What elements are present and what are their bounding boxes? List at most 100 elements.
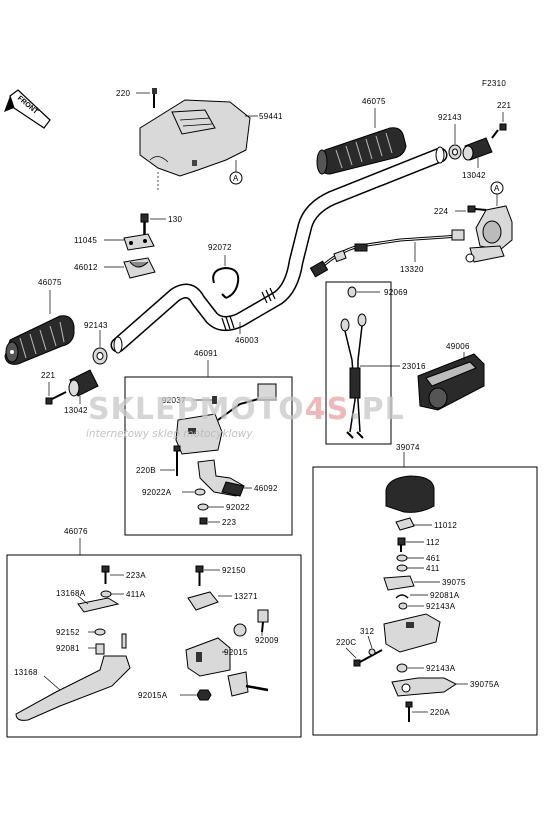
label-92143a-1: 92143A (426, 602, 456, 611)
label-92150: 92150 (222, 566, 246, 575)
label-92143-right: 92143 (438, 113, 462, 122)
brake-group-box (312, 466, 538, 736)
label-92152: 92152 (56, 628, 80, 637)
bushing-92143a (398, 602, 408, 610)
nut-92015a (196, 689, 212, 701)
screw-224 (467, 205, 487, 213)
clip-92072 (212, 266, 240, 299)
washer-411 (396, 564, 408, 572)
screw-220b (173, 445, 181, 476)
washer-92152 (94, 628, 106, 636)
clutch-group-box (6, 554, 302, 738)
diagram-code: F2310 (482, 79, 506, 88)
label-39075a: 39075A (470, 680, 500, 689)
diaphragm-11012 (395, 517, 415, 531)
ref-a-throttle: A (494, 184, 500, 193)
label-92015: 92015 (224, 648, 248, 657)
washer-92022 (197, 503, 209, 511)
label-411a: 411A (126, 590, 146, 599)
label-46075-right: 46075 (362, 97, 386, 106)
seal-92081a (395, 594, 409, 599)
switch-13271 (187, 591, 219, 611)
label-46076: 46076 (64, 527, 88, 536)
screw-223a (101, 565, 110, 584)
screw-112 (397, 537, 406, 552)
label-46012: 46012 (74, 263, 98, 272)
label-13168a: 13168A (56, 589, 86, 598)
label-220a: 220A (430, 708, 450, 717)
label-92037: 92037 (162, 396, 186, 405)
reservoir-cap (385, 475, 435, 513)
throttle-cable-13320 (309, 229, 465, 278)
label-49006: 49006 (446, 342, 470, 351)
wiring-harness-23016 (340, 286, 367, 439)
label-92015a: 92015A (138, 691, 168, 700)
spacer-92143-left (92, 347, 108, 365)
label-92022a: 92022A (142, 488, 172, 497)
switch-group-box (124, 376, 293, 536)
pivot-92081 (95, 633, 127, 655)
label-13042-left: 13042 (64, 406, 88, 415)
label-221-left: 221 (41, 371, 55, 380)
bushing-92143a-2 (396, 663, 408, 673)
label-13168: 13168 (14, 668, 38, 677)
screw-221-right (491, 123, 507, 139)
label-220: 220 (116, 89, 130, 98)
label-92081a: 92081A (430, 591, 460, 600)
svg-text:internetowy sklep motocyklowy: internetowy sklep motocyklowy (86, 428, 253, 440)
label-223a: 223A (126, 571, 146, 580)
label-92072: 92072 (208, 243, 232, 252)
label-92022: 92022 (226, 503, 250, 512)
label-92081: 92081 (56, 644, 80, 653)
washer-461 (396, 554, 408, 562)
label-46092: 46092 (254, 484, 278, 493)
label-224: 224 (434, 207, 448, 216)
label-92143a-2: 92143A (426, 664, 456, 673)
bolt-220c (353, 649, 383, 667)
label-46091: 46091 (194, 349, 218, 358)
label-46075-left: 46075 (38, 278, 62, 287)
throttle-housing (465, 205, 513, 263)
label-11012: 11012 (434, 521, 457, 530)
label-59441: 59441 (259, 112, 283, 121)
label-13320: 13320 (400, 265, 424, 274)
label-312: 312 (360, 627, 374, 636)
grip-46075-right (316, 127, 407, 175)
harness-group-box (325, 281, 392, 445)
front-arrow-icon: FRONT (4, 89, 51, 129)
label-39074: 39074 (396, 443, 420, 452)
watermark: SKLEPMOTO4S.PL internetowy sklep motocyk… (86, 392, 404, 440)
label-39075: 39075 (442, 578, 466, 587)
label-221-right: 221 (497, 101, 511, 110)
label-92069: 92069 (384, 288, 408, 297)
label-130: 130 (168, 215, 182, 224)
ref-a-cover: A (233, 174, 239, 183)
bracket-13168a (77, 597, 120, 613)
clamp-46012 (123, 257, 156, 279)
screw-221-left (45, 391, 67, 405)
nut-312 (368, 648, 376, 656)
label-461: 461 (426, 554, 440, 563)
label-112: 112 (426, 538, 440, 547)
weight-13042-left (68, 369, 99, 397)
label-46003: 46003 (235, 336, 259, 345)
label-13271: 13271 (234, 592, 258, 601)
clutch-lever-13168 (15, 655, 131, 721)
switch-39075 (383, 575, 415, 591)
screw-92150 (195, 565, 204, 586)
washer-411a (100, 590, 112, 598)
spacer-92143-right (448, 144, 462, 160)
handlebar-46003 (110, 146, 448, 354)
label-92009: 92009 (255, 636, 279, 645)
label-11045: 11045 (74, 236, 97, 245)
screw-220a (405, 701, 413, 722)
label-92143-left: 92143 (84, 321, 108, 330)
label-220b: 220B (136, 466, 156, 475)
master-cylinder-49006 (417, 353, 485, 411)
handlebar-cover-59441 (139, 99, 251, 177)
adjuster-92009 (257, 609, 269, 633)
clutch-holder (185, 623, 269, 697)
grip-46075-left (4, 315, 75, 365)
